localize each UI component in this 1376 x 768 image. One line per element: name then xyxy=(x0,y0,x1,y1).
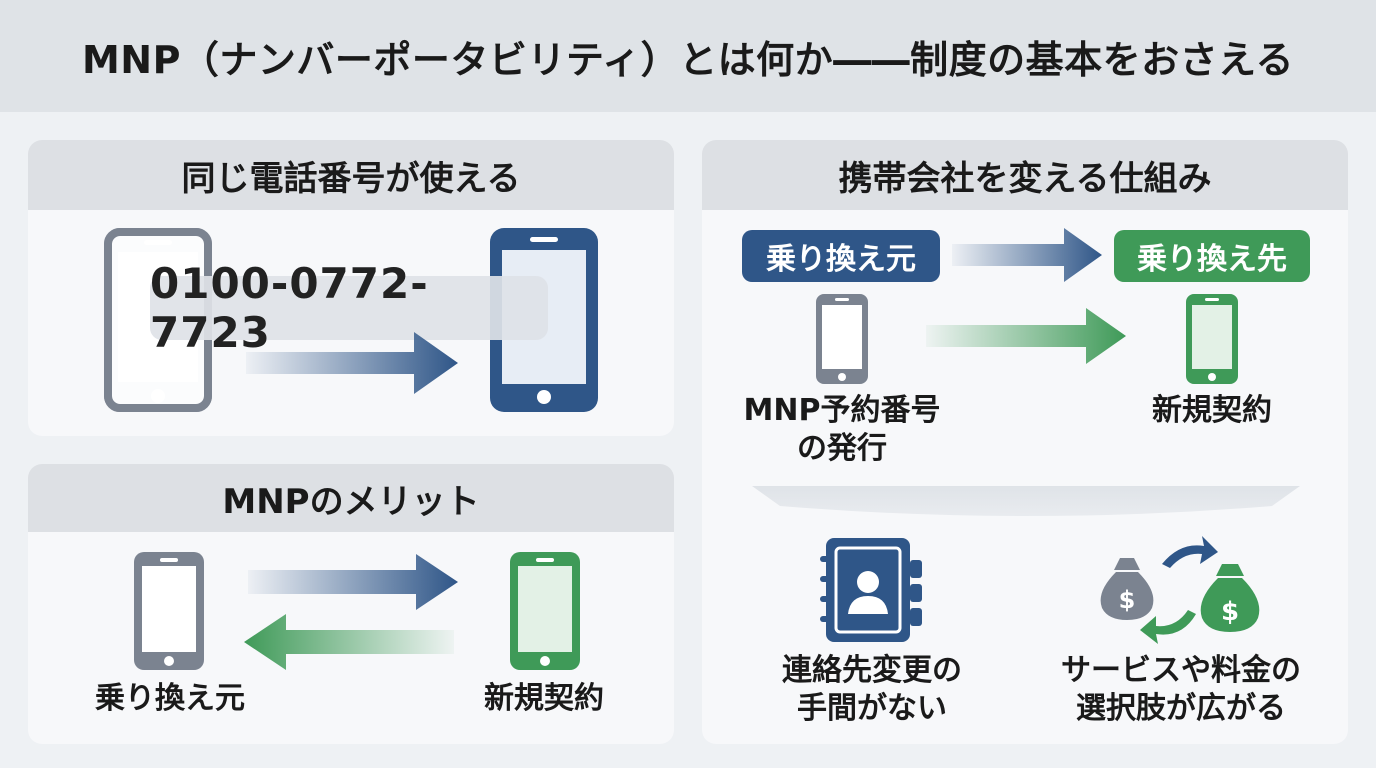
arrow-left-icon xyxy=(244,614,454,670)
merit-from-label: 乗り換え元 xyxy=(95,681,245,716)
smartphone-gray-icon xyxy=(134,552,204,670)
page-header: MNP（ナンバーポータビリティ）とは何か――制度の基本をおさえる xyxy=(0,0,1376,112)
step-new-contract-label: 新規契約 xyxy=(1152,393,1272,428)
from-carrier-tag: 乗り換え元 xyxy=(742,230,940,282)
step-reservation-label: MNP予約番号 の発行 xyxy=(743,393,941,466)
arrow-right-icon xyxy=(926,308,1126,364)
arrow-right-icon xyxy=(952,228,1102,282)
transfer-arrow-icon xyxy=(246,332,458,394)
address-book-icon xyxy=(820,538,922,642)
to-carrier-tag: 乗り換え先 xyxy=(1114,230,1310,282)
svg-text:$: $ xyxy=(1221,597,1239,627)
page-title: MNP（ナンバーポータビリティ）とは何か――制度の基本をおさえる xyxy=(81,37,1295,82)
svg-text:$: $ xyxy=(1119,586,1136,614)
benefit-no-contact-change: 連絡先変更の 手間がない xyxy=(782,653,962,726)
panel-mechanism-heading: 携帯会社を変える仕組み xyxy=(702,140,1348,210)
panel-merit-heading: MNPのメリット xyxy=(28,464,674,532)
smartphone-gray-icon xyxy=(816,294,868,384)
smartphone-green-icon xyxy=(510,552,580,670)
phone-number: 0100-0772-7723 xyxy=(150,259,548,357)
merit-to-label: 新規契約 xyxy=(484,681,604,716)
arrow-right-icon xyxy=(248,554,458,610)
smartphone-green-icon xyxy=(1186,294,1238,384)
money-exchange-icon: $ $ xyxy=(1100,536,1260,644)
benefit-wider-choice: サービスや料金の 選択肢が広がる xyxy=(1061,653,1301,726)
divider-chevron xyxy=(752,486,1300,516)
panel-same-number-heading: 同じ電話番号が使える xyxy=(28,140,674,210)
